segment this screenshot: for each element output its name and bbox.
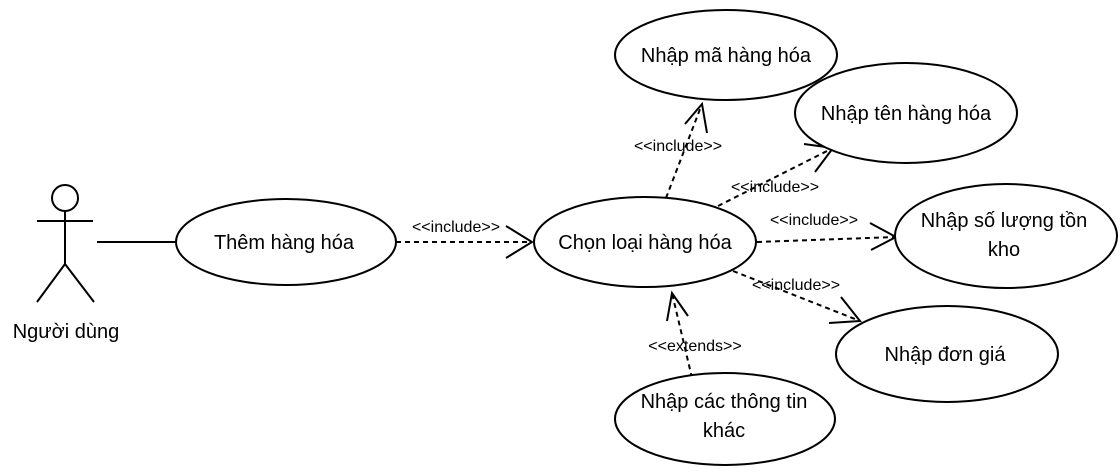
dashed-line: [732, 270, 861, 322]
use-case-them-hang-hoa[interactable]: Thêm hàng hóa: [175, 198, 397, 286]
stereotype-label: <<include>>: [412, 219, 500, 236]
use-case-nhap-ten-hang-hoa[interactable]: Nhập tên hàng hóa: [794, 62, 1018, 164]
relation-extends-khac-chon: <<extends>>: [648, 290, 742, 379]
use-case-label: Thêm hàng hóa: [214, 232, 355, 254]
actor-label: Người dùng: [13, 321, 120, 343]
use-case-shape: [835, 305, 1059, 403]
stereotype-label: <<include>>: [731, 179, 819, 196]
use-case-shape: [533, 196, 757, 288]
use-case-shape: [175, 198, 397, 286]
use-case-shape: [614, 9, 838, 101]
use-case-nhap-cac-thong-tin-khac[interactable]: Nhập các thông tin khác: [614, 372, 836, 466]
stereotype-label: <<include>>: [752, 277, 840, 294]
use-case-chon-loai-hang-hoa[interactable]: Chọn loại hàng hóa: [533, 196, 757, 288]
use-case-label: Chọn loại hàng hóa: [558, 232, 732, 254]
dashed-line: [671, 292, 693, 379]
use-case-nhap-don-gia[interactable]: Nhập đơn giá: [835, 305, 1059, 403]
dashed-line: [756, 236, 897, 243]
use-case-shape: [894, 183, 1118, 289]
arrowhead: [666, 290, 689, 322]
use-case-nhap-so-luong-ton-kho[interactable]: Nhập số lượng tồn kho: [894, 183, 1118, 289]
actor-nguoi-dung: Người dùng: [13, 184, 120, 343]
use-case-label: Nhập tên hàng hóa: [821, 103, 992, 125]
dashed-line: [717, 147, 834, 207]
arrowhead: [828, 296, 862, 324]
use-case-label-line2: khác: [703, 420, 745, 442]
use-case-label-line1: Nhập các thông tin: [641, 391, 808, 413]
relation-include-chon-dongia: <<include>>: [732, 270, 862, 324]
arrowhead: [505, 225, 534, 259]
arrowhead: [684, 101, 708, 134]
stereotype-label: <<include>>: [634, 138, 722, 155]
use-case-label-line1: Nhập số lượng tồn: [921, 210, 1088, 232]
relation-include-chon-ten: <<include>>: [717, 143, 835, 207]
actor-left-leg: [36, 263, 66, 303]
dashed-line: [665, 103, 703, 199]
actor-head: [51, 184, 79, 212]
use-case-label: Nhập mã hàng hóa: [641, 45, 812, 67]
use-case-shape: [794, 62, 1018, 164]
use-case-nhap-ma-hang-hoa[interactable]: Nhập mã hàng hóa: [614, 9, 838, 101]
use-case-shape: [614, 372, 836, 466]
relation-include-chon-ma: <<include>>: [634, 101, 722, 199]
actor-right-leg: [64, 263, 95, 303]
stereotype-label: <<extends>>: [648, 338, 741, 355]
stereotype-label: <<include>>: [770, 212, 858, 229]
relation-include-them-chon: <<include>>: [396, 219, 534, 259]
use-case-label-line2: kho: [988, 239, 1020, 261]
use-case-label: Nhập đơn giá: [885, 344, 1007, 366]
relation-include-chon-soluong: <<include>>: [756, 212, 899, 251]
